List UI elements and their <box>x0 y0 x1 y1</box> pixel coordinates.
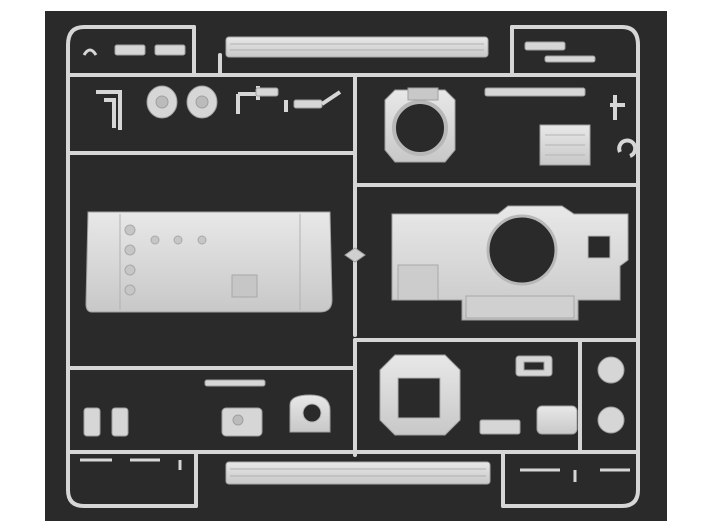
center-gate <box>344 247 366 263</box>
small-parts-lower-left <box>80 379 331 470</box>
lower-hatch-part <box>379 354 461 436</box>
hull-upper-part <box>391 205 629 321</box>
small-parts-lower-right <box>479 355 630 482</box>
top-track-strip <box>225 36 489 58</box>
hull-lower-part <box>85 211 333 313</box>
turret-ring-part <box>384 87 456 163</box>
small-parts-upper-right <box>484 41 638 166</box>
bottom-track-strip <box>225 461 491 485</box>
small-parts-upper-left <box>82 44 342 130</box>
sprue-frame <box>66 25 640 508</box>
